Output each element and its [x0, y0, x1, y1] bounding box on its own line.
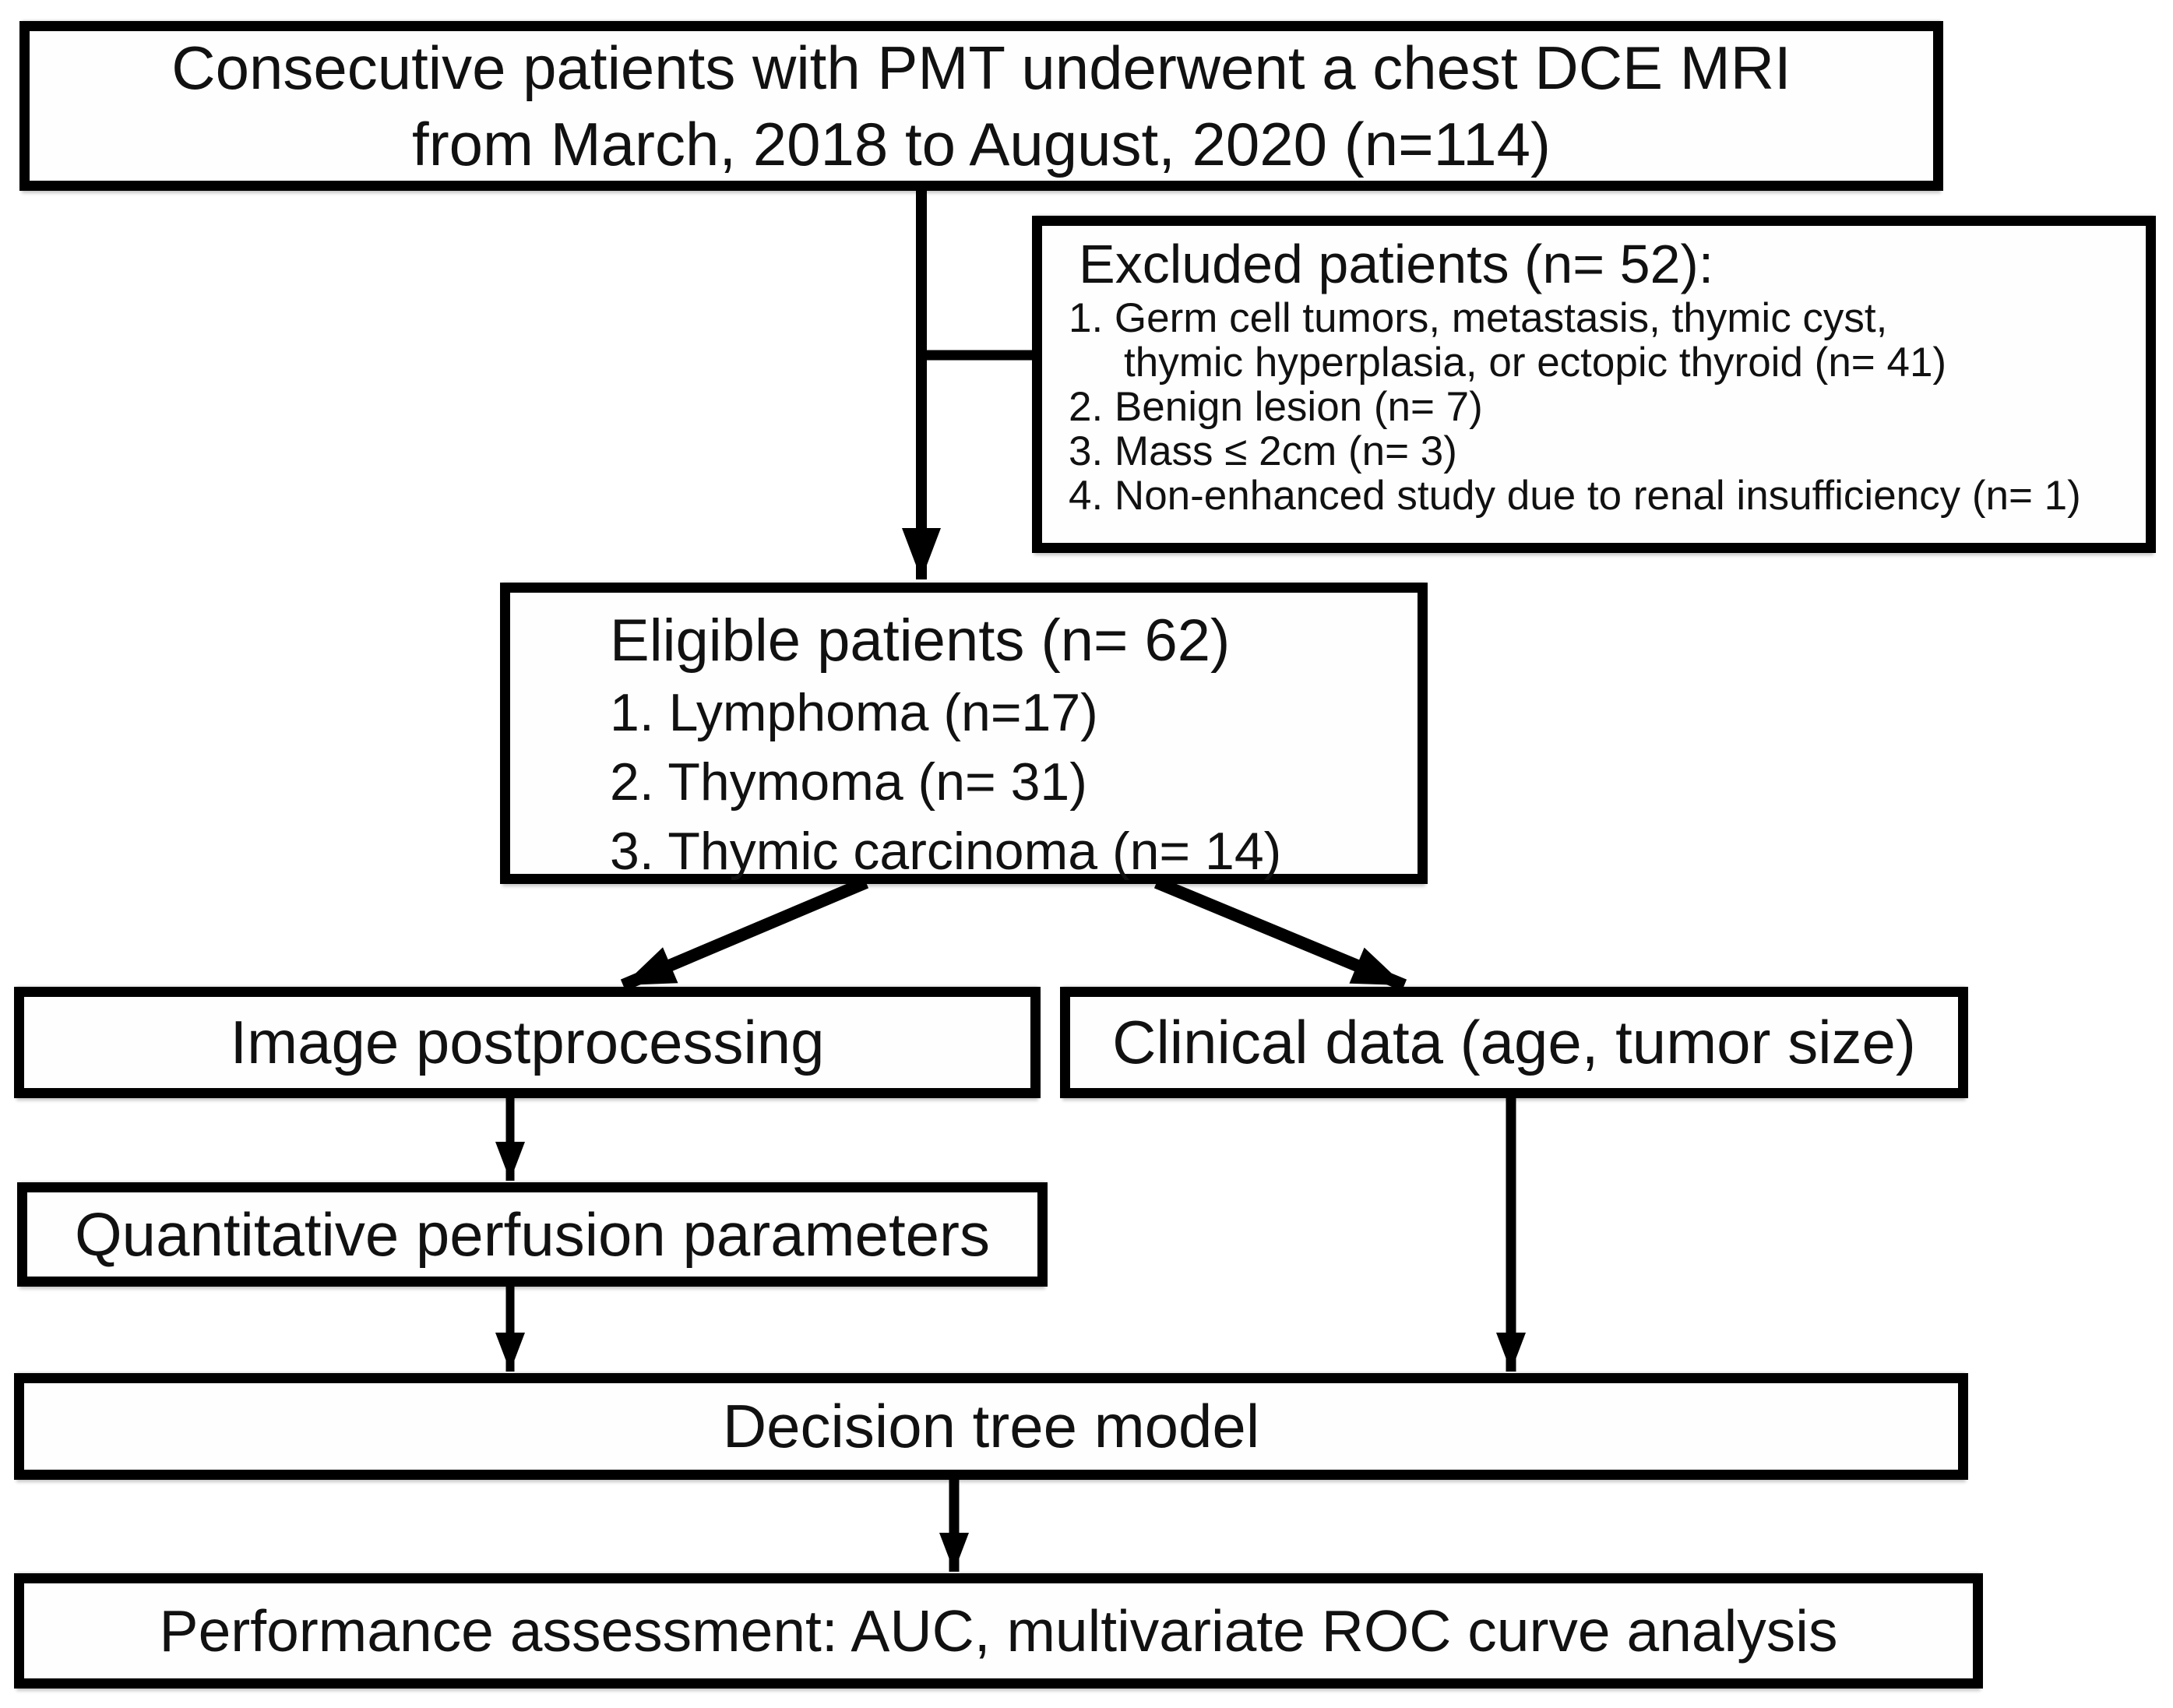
image-postprocessing-label: Image postprocessing — [230, 1008, 825, 1076]
decision-label: Decision tree model — [722, 1392, 1260, 1460]
excluded-title: Excluded patients (n= 52): — [1079, 234, 1714, 294]
clinical-data-label: Clinical data (age, tumor size) — [1112, 1008, 1916, 1076]
eligible-item-lymphoma: 1. Lymphoma (n=17) — [610, 683, 1098, 742]
box-image-postprocessing: Image postprocessing — [14, 987, 1041, 1098]
excluded-item-2: 2. Benign lesion (n= 7) — [1069, 384, 1483, 430]
perfusion-label: Quantitative perfusion parameters — [75, 1199, 990, 1269]
box-consecutive-patients: Consecutive patients with PMT underwent … — [19, 21, 1943, 191]
excluded-item-4: 4. Non-enhanced study due to renal insuf… — [1069, 473, 2081, 519]
eligible-title: Eligible patients (n= 62) — [610, 607, 1231, 674]
eligible-item-thymic-carcinoma: 3. Thymic carcinoma (n= 14) — [610, 822, 1282, 881]
excluded-item-3: 3. Mass ≤ 2cm (n= 3) — [1069, 428, 1457, 474]
box-excluded-patients: Excluded patients (n= 52): 1. Germ cell … — [1032, 216, 2156, 553]
box-clinical-data: Clinical data (age, tumor size) — [1060, 987, 1968, 1098]
arrow-eligible-to-image-postprocessing — [620, 876, 869, 991]
consecutive-line2: from March, 2018 to August, 2020 (n=114) — [412, 110, 1551, 178]
box-quantitative-perfusion-parameters: Quantitative perfusion parameters — [17, 1182, 1048, 1287]
performance-label: Performance assessment: AUC, multivariat… — [159, 1598, 1838, 1664]
eligible-item-thymoma: 2. Thymoma (n= 31) — [610, 752, 1087, 812]
excluded-item-1-line-1: 1. Germ cell tumors, metastasis, thymic … — [1069, 295, 1888, 341]
consecutive-line1: Consecutive patients with PMT underwent … — [171, 33, 1791, 102]
box-eligible-patients: Eligible patients (n= 62) 1. Lymphoma (n… — [500, 583, 1428, 884]
arrow-eligible-to-clinical-data — [1153, 876, 1407, 991]
excluded-item-1-line-2: thymic hyperplasia, or ectopic thyroid (… — [1124, 340, 1947, 386]
box-performance-assessment: Performance assessment: AUC, multivariat… — [14, 1573, 1983, 1689]
box-decision-tree-model: Decision tree model — [14, 1373, 1968, 1480]
